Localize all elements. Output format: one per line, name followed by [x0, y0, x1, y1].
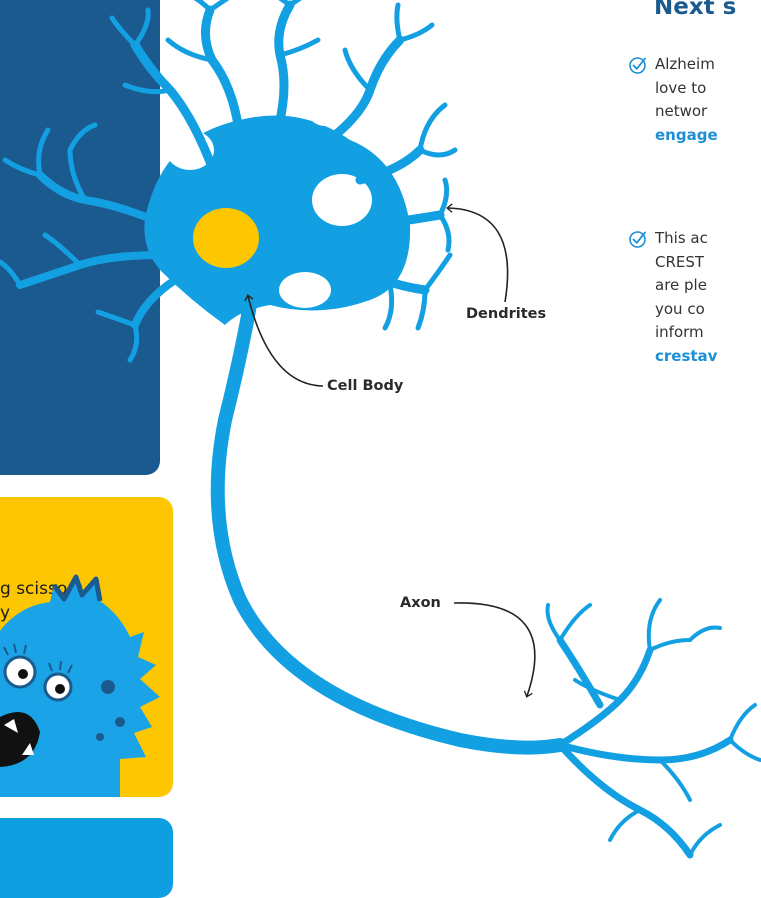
cell-body-label: Cell Body — [327, 378, 403, 394]
dendrites-arrow — [448, 208, 508, 302]
neuron-diagram — [0, 0, 761, 859]
dendrites-label: Dendrites — [466, 306, 546, 322]
bullet-line: inform — [655, 321, 717, 345]
bullet-line: love to — [655, 77, 718, 101]
check-circle-icon — [628, 229, 648, 249]
bullet-line: networ — [655, 100, 718, 124]
engage-link[interactable]: engage — [655, 124, 718, 148]
bullet-line: This ac — [655, 227, 717, 251]
next-steps-title: Next s — [654, 0, 736, 20]
crestav-link[interactable]: crestav — [655, 345, 717, 369]
check-circle-icon — [628, 55, 648, 75]
axon-label: Axon — [400, 595, 441, 611]
bullet-line: you co — [655, 298, 717, 322]
bullet-line: CREST — [655, 251, 717, 275]
nucleus — [193, 208, 259, 268]
bullet-line: are ple — [655, 274, 717, 298]
neuron-shape — [0, 0, 760, 855]
axon-arrow — [454, 603, 535, 696]
bullet-line: Alzheim — [655, 53, 718, 77]
